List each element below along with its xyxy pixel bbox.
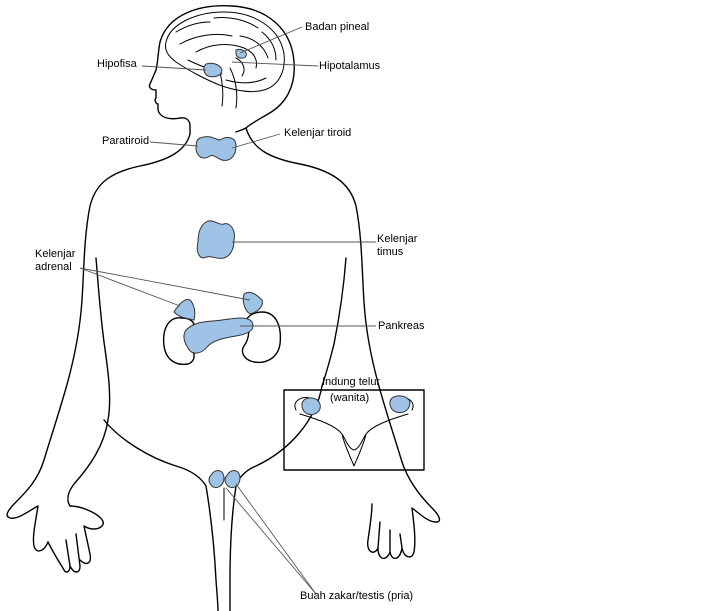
right-hip-leg: [229, 385, 323, 611]
left-ovary: [301, 397, 321, 415]
label-kelenjar-tiroid: Kelenjar tiroid: [284, 127, 352, 139]
pancreas: [183, 317, 254, 354]
right-inner-arm: [321, 257, 347, 387]
right-testis: [224, 470, 241, 489]
label-kelenjar-timus-1: Kelenjar: [377, 233, 418, 245]
leader-paratiroid: [149, 141, 199, 147]
leader-hipotalamus: [231, 61, 319, 67]
label-hipofisa: Hipofisa: [97, 58, 137, 70]
label-hipotalamus: Hipotalamus: [319, 60, 381, 72]
right-adrenal-gland: [242, 291, 263, 315]
torso-outline: [6, 127, 403, 552]
leader-hipofisa: [141, 65, 207, 71]
leader-kelenjar-tiroid: [231, 133, 281, 149]
label-kelenjar-adrenal-2: adrenal: [35, 261, 72, 273]
leader-adrenal-left: [79, 267, 181, 307]
label-badan-pineal: Badan pineal: [305, 21, 370, 33]
label-indung-telur-1: Indung telur: [322, 376, 381, 388]
pituitary-gland: [203, 62, 223, 78]
right-hand: [366, 461, 441, 559]
left-hand: [47, 505, 104, 573]
leader-testis-left: [225, 487, 317, 595]
label-pankreas: Pankreas: [378, 320, 425, 332]
label-kelenjar-timus-2: timus: [377, 246, 404, 258]
leader-badan-pineal: [239, 26, 303, 54]
leader-adrenal-right: [79, 267, 251, 301]
thyroid-gland: [195, 136, 237, 161]
left-testis: [208, 470, 225, 489]
uterus-outline: [294, 397, 414, 467]
label-indung-telur-2: (wanita): [330, 392, 370, 404]
label-kelenjar-adrenal-1: Kelenjar: [35, 248, 76, 260]
right-ovary: [389, 395, 411, 413]
left-hip-leg: [103, 419, 219, 611]
left-kidney: [162, 317, 195, 366]
label-paratiroid: Paratiroid: [102, 135, 150, 147]
thymus-gland: [196, 220, 235, 259]
brain-outline: [165, 11, 285, 93]
left-adrenal-gland: [173, 299, 196, 321]
label-buah-zakar: Buah zakar/testis (pria): [300, 590, 414, 602]
ovary-inset-box: [283, 389, 425, 471]
left-inner-arm: [67, 257, 111, 507]
leader-testis-right: [235, 483, 317, 595]
brain-folds: [175, 17, 277, 84]
